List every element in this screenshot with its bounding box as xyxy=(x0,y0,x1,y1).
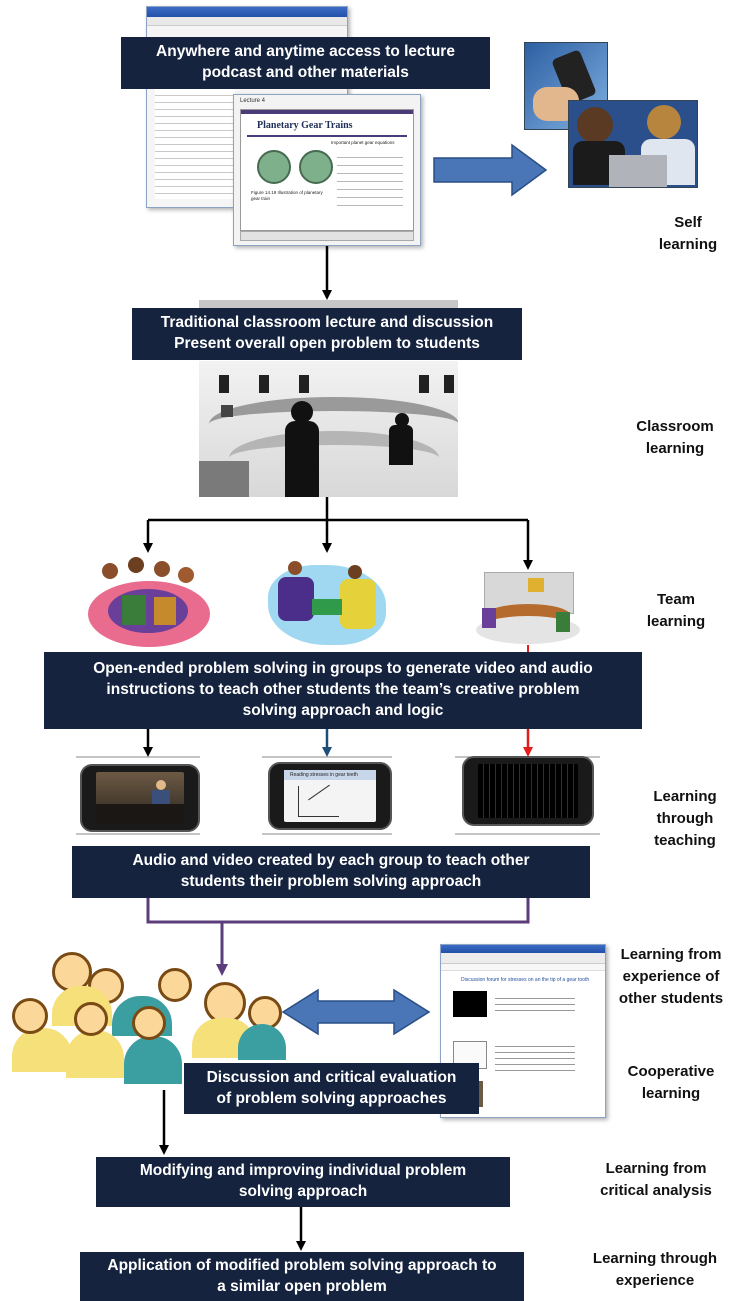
photo-laptop-people xyxy=(568,100,698,188)
people-crowd-icon xyxy=(12,946,288,1094)
label-learning-from-experience: Learning from experience of other studen… xyxy=(610,944,732,1009)
box-discussion-line2: of problem solving approaches xyxy=(216,1089,447,1107)
arrow-right-icon xyxy=(433,143,548,197)
label-line: learning xyxy=(645,439,705,457)
box-lecture: Traditional classroom lecture and discus… xyxy=(132,308,522,360)
label-learning-through-teaching: Learning through teaching xyxy=(640,786,730,851)
slide-header: Lecture 4 xyxy=(240,98,266,104)
gear-icon xyxy=(299,150,333,184)
video2-title: Reading stresses in gear teeth xyxy=(290,772,358,778)
label-team-learning: Team learning xyxy=(636,589,716,633)
box-lecture-line1: Traditional classroom lecture and discus… xyxy=(160,314,494,332)
box-access: Anywhere and anytime access to lecture p… xyxy=(121,37,490,89)
box-audio-video: Audio and video created by each group to… xyxy=(72,846,590,898)
box-discussion-line1: Discussion and critical evaluation xyxy=(206,1068,457,1086)
label-line: Learning xyxy=(653,788,717,805)
gear-icon xyxy=(257,150,291,184)
box-open-line2: instructions to teach other students the… xyxy=(106,681,580,699)
label-line: Classroom xyxy=(636,418,714,435)
label-line: other students xyxy=(618,989,724,1007)
team-clipart-2 xyxy=(268,555,386,647)
label-line: learning xyxy=(641,1084,701,1102)
label-line: learning xyxy=(658,235,718,253)
box-application-line1: Application of modified problem solving … xyxy=(107,1256,497,1274)
box-modifying: Modifying and improving individual probl… xyxy=(96,1157,510,1207)
gray-strip xyxy=(199,300,458,310)
label-line: Cooperative xyxy=(627,1063,715,1080)
lecture-slide-window: Lecture 4 Planetary Gear Trains Importan… xyxy=(233,94,421,246)
label-line: Team xyxy=(656,591,696,608)
label-line: experience xyxy=(615,1271,695,1289)
box-open-ended: Open-ended problem solving in groups to … xyxy=(44,652,642,729)
double-arrow-icon xyxy=(281,988,431,1036)
box-access-line1: Anywhere and anytime access to lecture xyxy=(156,43,455,61)
slide-content: Planetary Gear Trains Important planet g… xyxy=(240,109,414,231)
box-modifying-line1: Modifying and improving individual probl… xyxy=(139,1162,467,1180)
label-line: Learning from xyxy=(620,946,722,963)
forum-title: Discussion forum for stresses on an the … xyxy=(461,977,590,983)
classroom-image xyxy=(199,361,458,497)
phone-video-icon[interactable] xyxy=(462,756,594,826)
box-lecture-line2: Present overall open problem to students xyxy=(174,335,480,352)
box-modifying-line2: solving approach xyxy=(238,1183,368,1200)
box-application-line2: a similar open problem xyxy=(217,1277,387,1295)
label-line: Learning from xyxy=(605,1160,707,1177)
label-cooperative-learning: Cooperative learning xyxy=(616,1061,726,1105)
label-line: through xyxy=(656,809,714,827)
label-learning-from-critical: Learning from critical analysis xyxy=(586,1158,726,1202)
box-audio-line1: Audio and video created by each group to… xyxy=(132,852,530,870)
label-line: critical analysis xyxy=(600,1181,712,1199)
team-clipart-1 xyxy=(88,555,210,647)
slide-subtitle: Important planet gear equations xyxy=(331,140,395,145)
label-line: teaching xyxy=(654,831,716,849)
box-discussion: Discussion and critical evaluation of pr… xyxy=(184,1063,479,1114)
slide-equations xyxy=(337,150,403,212)
label-line: experience of xyxy=(622,967,720,985)
label-line: Learning through xyxy=(592,1250,718,1267)
slide-title: Planetary Gear Trains xyxy=(257,120,353,131)
box-open-line3: solving approach and logic xyxy=(242,701,444,719)
merge-line xyxy=(146,897,530,924)
label-line: Self xyxy=(674,214,702,231)
team-clipart-3 xyxy=(476,572,580,646)
box-application: Application of modified problem solving … xyxy=(80,1252,524,1301)
label-self-learning: Self learning xyxy=(648,212,728,256)
box-audio-line2: students their problem solving approach xyxy=(180,873,482,890)
slide-caption: Figure 14.19 Illustration of planetary g… xyxy=(251,190,323,201)
phone-video-icon[interactable] xyxy=(80,764,200,832)
video-controls[interactable] xyxy=(240,231,414,241)
forum-window: Discussion forum for stresses on an the … xyxy=(440,944,606,1118)
box-open-line1: Open-ended problem solving in groups to … xyxy=(93,660,593,678)
label-line: learning xyxy=(646,612,706,630)
label-classroom-learning: Classroom learning xyxy=(625,416,725,460)
label-learning-through-experience: Learning through experience xyxy=(580,1248,730,1292)
phone-video-icon[interactable]: Reading stresses in gear teeth xyxy=(268,762,392,830)
box-access-line2: podcast and other materials xyxy=(202,64,409,81)
